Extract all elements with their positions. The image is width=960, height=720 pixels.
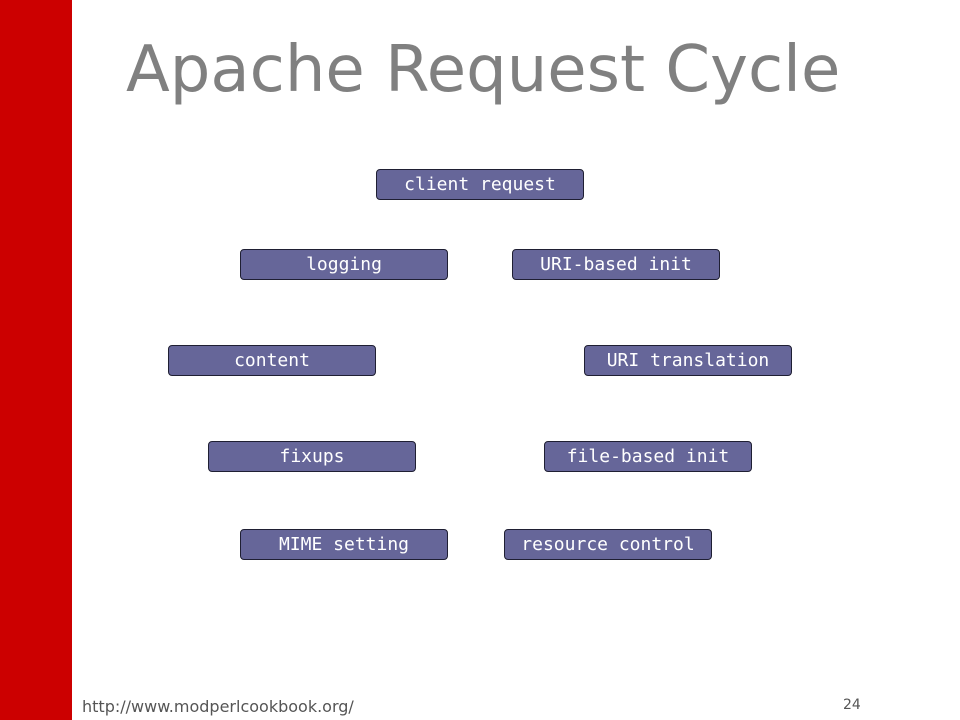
phase-box-content: content: [168, 345, 376, 376]
footer-url: http://www.modperlcookbook.org/: [82, 697, 354, 716]
phase-box-logging: logging: [240, 249, 448, 280]
phase-box-client-request: client request: [376, 169, 584, 200]
phase-box-file-based-init: file-based init: [544, 441, 752, 472]
slide-title: Apache Request Cycle: [126, 33, 841, 107]
left-accent-bar: [0, 0, 72, 720]
phase-box-uri-based-init: URI-based init: [512, 249, 720, 280]
phase-box-mime-setting: MIME setting: [240, 529, 448, 560]
phase-box-uri-translation: URI translation: [584, 345, 792, 376]
phase-box-resource-control: resource control: [504, 529, 712, 560]
phase-box-fixups: fixups: [208, 441, 416, 472]
page-number: 24: [843, 697, 861, 713]
